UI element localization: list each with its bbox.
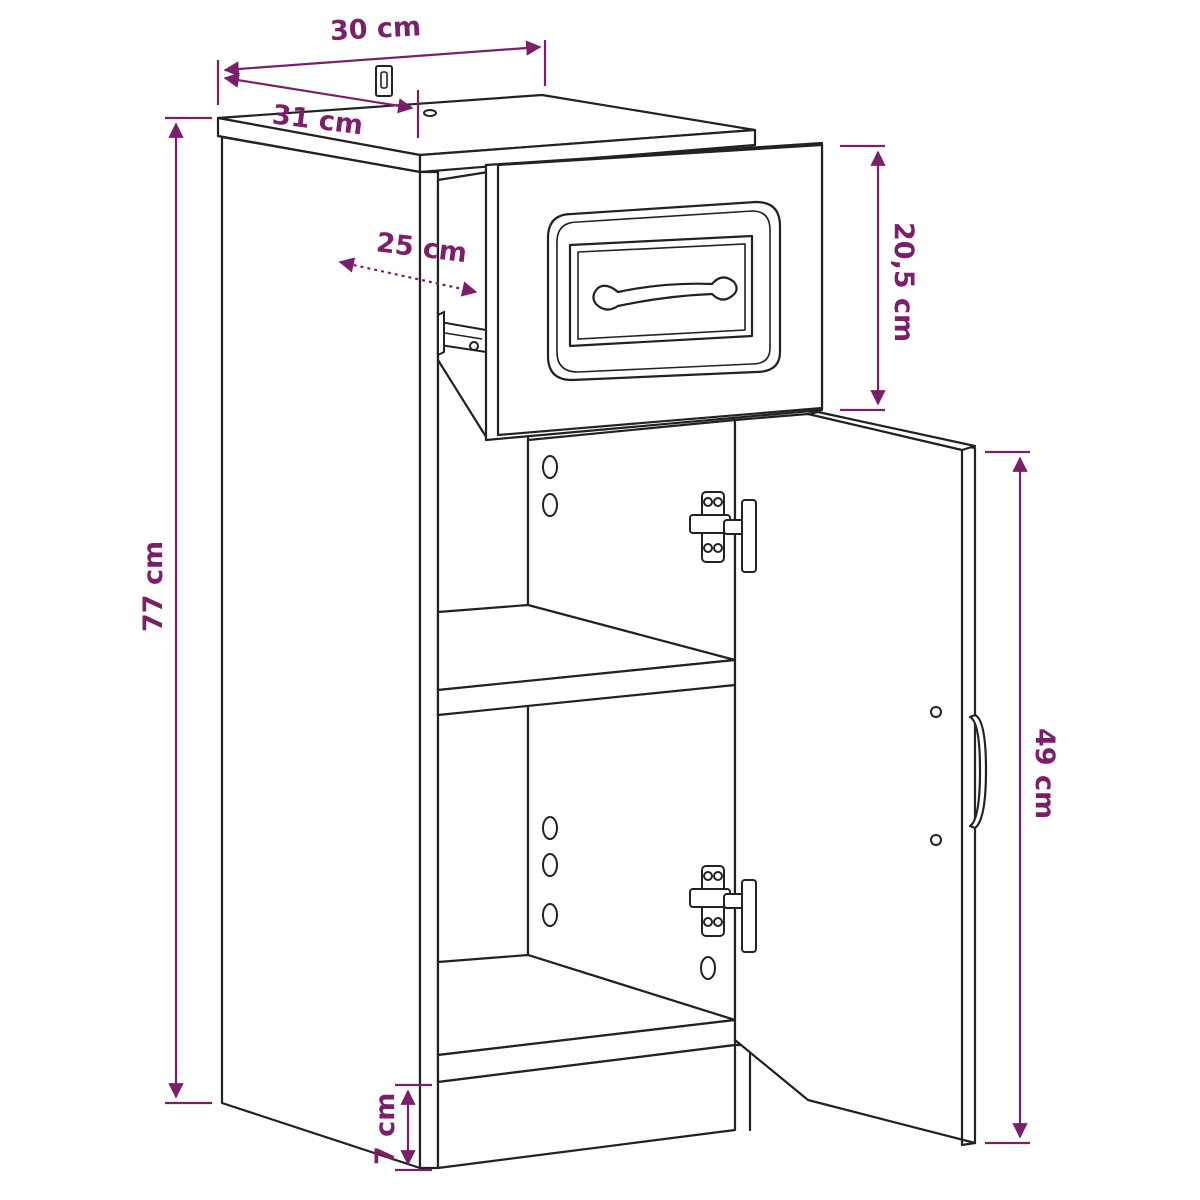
drawer <box>436 141 824 442</box>
label-base-height: 7 cm <box>370 1093 401 1165</box>
drawer-handle <box>592 276 738 311</box>
cabinet-body <box>216 65 757 1170</box>
handle-screw <box>930 706 942 718</box>
hinge-upper <box>689 491 757 573</box>
handle-screw <box>930 834 942 846</box>
dimension-depth-line <box>223 72 414 114</box>
label-door-height: 49 cm <box>1029 728 1060 819</box>
top-board-side-edge <box>418 128 757 174</box>
left-side-panel <box>220 135 422 1170</box>
label-width-top: 30 cm <box>329 11 422 47</box>
dimension-drawer-depth-line <box>338 257 478 297</box>
hinge-lower <box>689 865 757 953</box>
door-front-edge <box>806 410 977 452</box>
shelf-pin-hole <box>542 493 558 517</box>
drawer-runner <box>437 310 487 357</box>
door-handle <box>968 713 988 830</box>
door-panel <box>733 412 977 1145</box>
dimension-width-line <box>223 40 542 77</box>
plinth <box>436 1043 737 1170</box>
label-drawer-height: 20,5 cm <box>888 222 919 342</box>
shelf-pin-hole <box>542 903 558 927</box>
dimension-lines <box>165 40 1030 1172</box>
door <box>689 410 988 1147</box>
shelf-pin-hole <box>542 816 558 840</box>
shelf-pin-hole <box>700 956 716 980</box>
shelf-pin-hole <box>542 455 558 479</box>
label-total-height: 77 cm <box>138 541 169 632</box>
front-stile <box>418 170 440 1170</box>
shelf-pin-hole <box>542 853 558 877</box>
